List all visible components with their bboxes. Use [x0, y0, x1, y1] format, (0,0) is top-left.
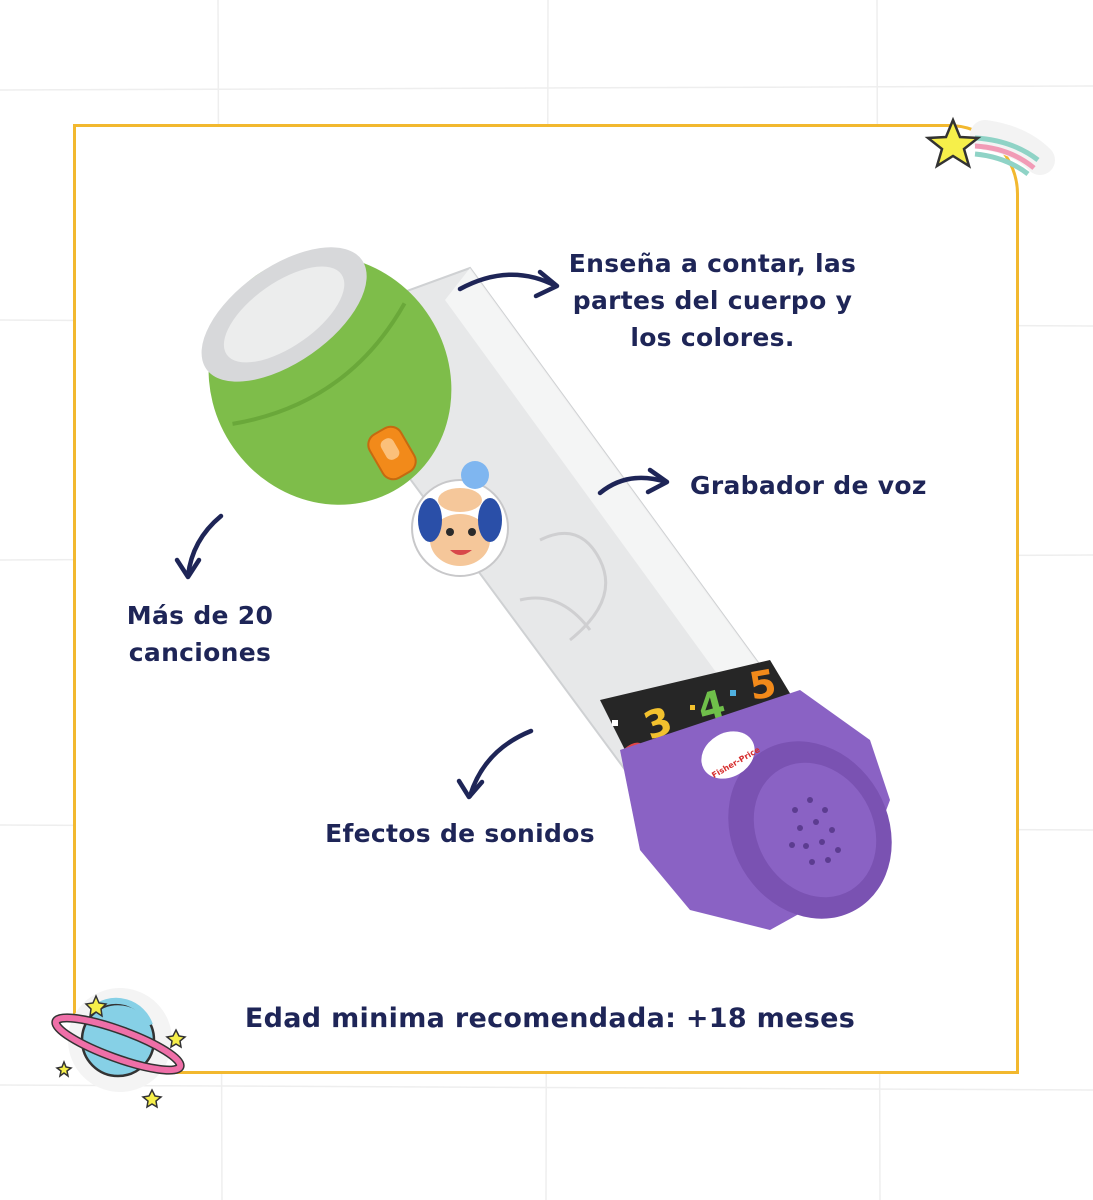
arrow-down-icon	[174, 513, 224, 580]
puppy-sticker-icon	[411, 461, 509, 577]
feature-teaches-label: Enseña a contar, las partes del cuerpo y…	[568, 249, 857, 352]
shooting-star-icon	[924, 116, 1055, 177]
arrow-right-icon	[457, 269, 560, 299]
feature-voice-recorder-label: Grabador de voz	[690, 471, 927, 500]
microphone-toy-image: 2 3 4 5 Fisher-Price	[201, 247, 892, 930]
age-recommendation: Edad minima recomendada: +18 meses	[244, 1003, 856, 1034]
planet-icon	[51, 988, 187, 1109]
arrow-down-icon	[456, 728, 534, 800]
arrow-right-icon	[597, 467, 670, 496]
feature-songs-label: Más de 20 canciones	[126, 601, 274, 667]
feature-sound-effects-label: Efectos de sonidos	[325, 819, 595, 848]
